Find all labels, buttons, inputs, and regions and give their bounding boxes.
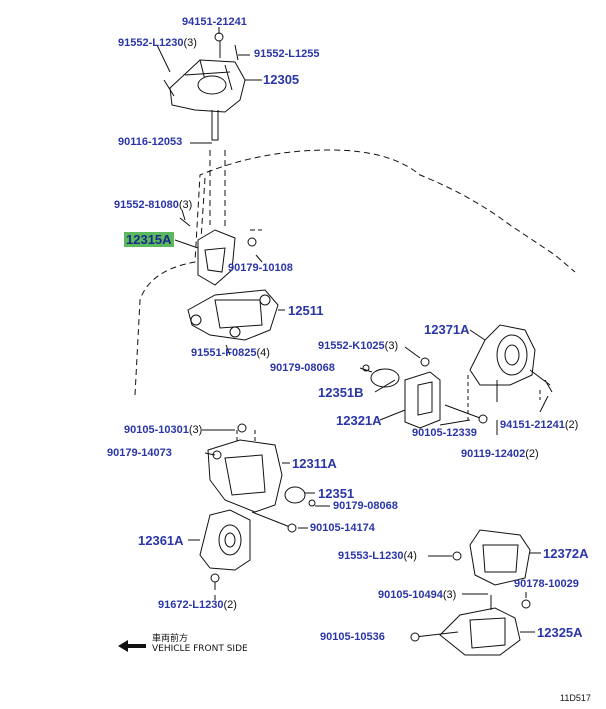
part-12311A-drawing bbox=[207, 423, 316, 533]
label-90116-12053[interactable]: 90116-12053 bbox=[118, 136, 183, 148]
label-94151-21241-right[interactable]: 94151-21241(2) bbox=[500, 419, 579, 431]
label-91552-81080[interactable]: 91552-81080(3) bbox=[114, 199, 193, 211]
part-12511-drawing bbox=[187, 289, 279, 341]
label-12315A[interactable]: 12315A bbox=[124, 232, 174, 247]
part-12305-drawing bbox=[163, 32, 246, 141]
label-90119-12402[interactable]: 90119-12402(2) bbox=[461, 448, 539, 460]
front-direction-arrow-icon bbox=[118, 640, 146, 652]
label-90178-10029[interactable]: 90178-10029 bbox=[514, 578, 579, 590]
label-90105-10536[interactable]: 90105-10536 bbox=[320, 631, 385, 643]
part-12315A-drawing bbox=[179, 217, 257, 286]
label-91672-L1230[interactable]: 91672-L1230(2) bbox=[158, 599, 237, 611]
label-12351B[interactable]: 12351B bbox=[318, 385, 364, 400]
label-91552-L1230[interactable]: 91552-L1230(3) bbox=[118, 37, 197, 49]
label-90179-08068-b[interactable]: 90179-08068 bbox=[333, 500, 398, 512]
label-12351[interactable]: 12351 bbox=[318, 486, 355, 501]
label-12361A[interactable]: 12361A bbox=[138, 533, 184, 548]
label-91552-L1255[interactable]: 91552-L1255 bbox=[254, 48, 320, 60]
label-12311A[interactable]: 12311A bbox=[292, 456, 337, 471]
part-12371A-drawing bbox=[420, 324, 553, 393]
label-12321A[interactable]: 12321A bbox=[336, 413, 382, 428]
label-12305[interactable]: 12305 bbox=[263, 72, 300, 87]
figure-code: 11D517 bbox=[560, 693, 591, 703]
part-12372A-drawing bbox=[452, 529, 531, 586]
label-91553-L1230[interactable]: 91553-L1230(4) bbox=[338, 550, 417, 562]
direction-label-en: VEHICLE FRONT SIDE bbox=[152, 644, 248, 654]
label-90179-14073[interactable]: 90179-14073 bbox=[107, 447, 172, 459]
label-12511[interactable]: 12511 bbox=[288, 303, 324, 318]
part-12361A-drawing bbox=[199, 509, 251, 590]
label-12325A[interactable]: 12325A bbox=[537, 625, 583, 640]
label-91551-F0825[interactable]: 91551-F0825(4) bbox=[191, 347, 270, 359]
label-90105-10301[interactable]: 90105-10301(3) bbox=[124, 424, 203, 436]
part-12325A-drawing bbox=[410, 595, 531, 656]
direction-label-jp: 車両前方 bbox=[152, 634, 189, 644]
label-94151-21241-top[interactable]: 94151-21241 bbox=[182, 16, 247, 28]
label-91552-K1025[interactable]: 91552-K1025(3) bbox=[318, 340, 399, 352]
label-12372A[interactable]: 12372A bbox=[543, 546, 589, 561]
leader-lines bbox=[156, 27, 549, 633]
label-90105-14174[interactable]: 90105-14174 bbox=[310, 522, 375, 534]
label-90105-12339[interactable]: 90105-12339 bbox=[412, 427, 477, 439]
label-90105-10494[interactable]: 90105-10494(3) bbox=[378, 589, 457, 601]
label-90179-08068-a[interactable]: 90179-08068 bbox=[270, 362, 335, 374]
part-12321A-drawing bbox=[362, 364, 498, 429]
label-12371A[interactable]: 12371A bbox=[424, 322, 470, 337]
engine-outline bbox=[134, 149, 576, 396]
label-90179-10108[interactable]: 90179-10108 bbox=[228, 262, 293, 274]
